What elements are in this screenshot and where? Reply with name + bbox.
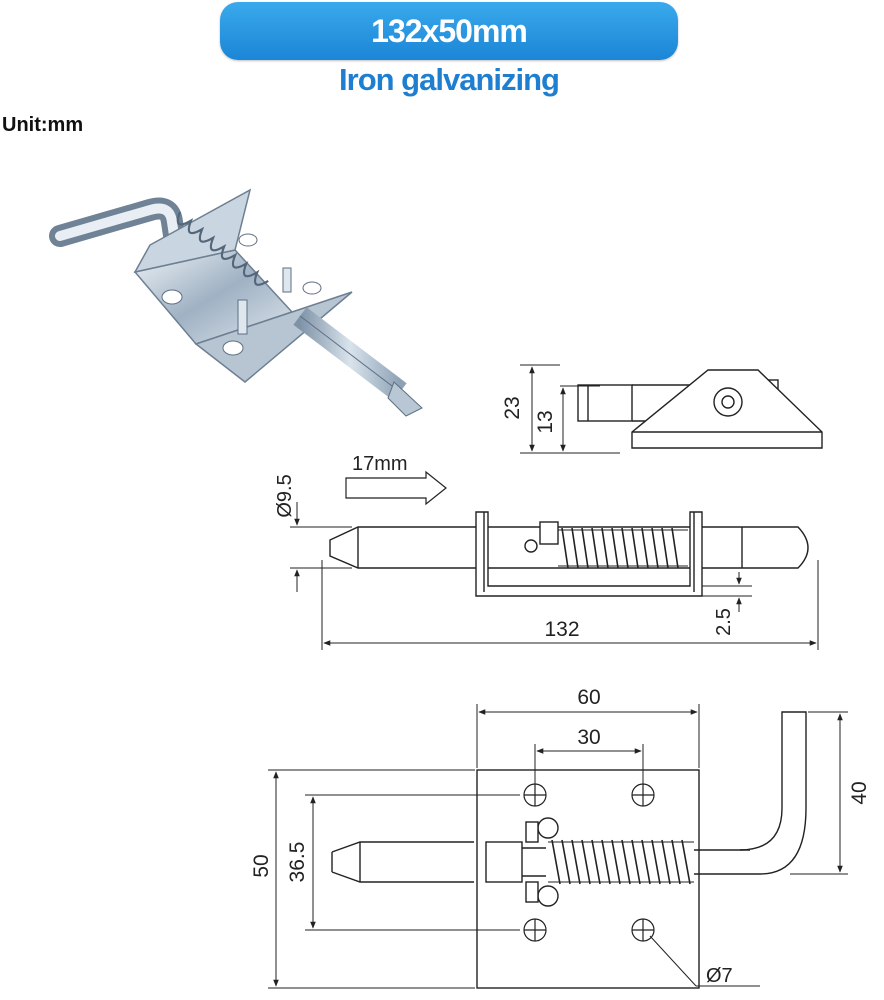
size-label: 132x50mm	[371, 12, 528, 49]
dim-plate-height: 50	[250, 854, 273, 877]
dim-travel: 17mm	[352, 453, 408, 475]
product-illustration	[49, 188, 423, 417]
dim-hole-spacing-x: 30	[577, 726, 600, 749]
dim-hole-diameter: Ø7	[706, 965, 733, 987]
dim-handle-height: 40	[848, 781, 871, 804]
dim-plate-width: 60	[577, 686, 600, 709]
size-banner: 132x50mm	[220, 2, 678, 60]
material-label: Iron galvanizing	[339, 62, 560, 97]
front-view	[290, 470, 819, 650]
dim-pin-diameter: Ø9.5	[274, 474, 296, 517]
top-view	[268, 704, 848, 989]
dim-plate-thickness: 2.5	[713, 608, 735, 636]
side-view	[520, 364, 823, 454]
dim-height-pin: 13	[534, 410, 557, 433]
unit-label: Unit:mm	[2, 114, 84, 136]
dim-length: 132	[544, 618, 579, 641]
dim-hole-spacing-y: 36.5	[286, 842, 309, 883]
dim-height-total: 23	[501, 396, 524, 419]
